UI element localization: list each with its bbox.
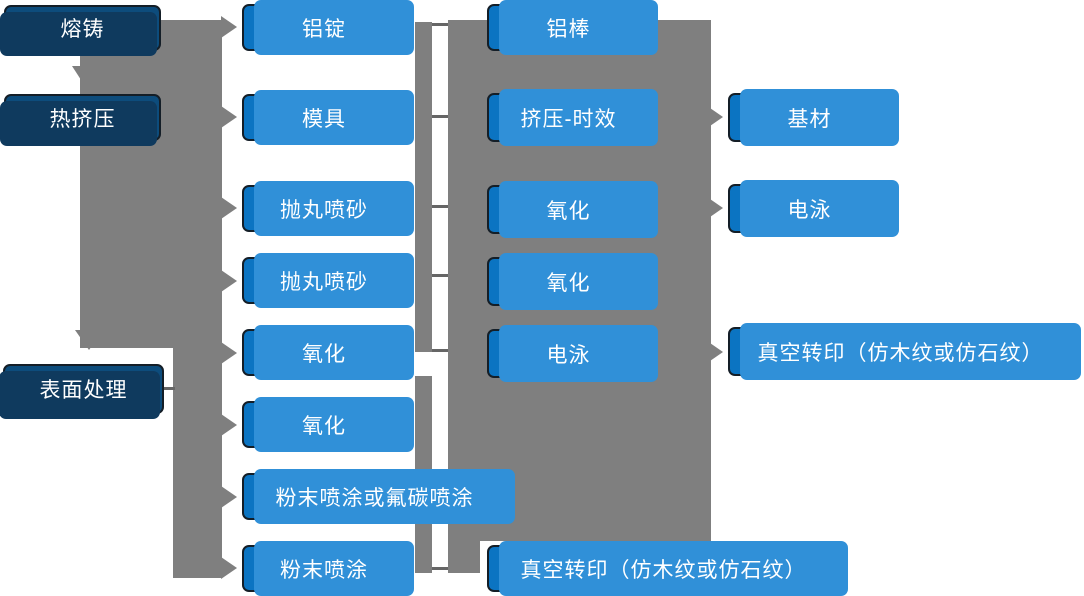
connector-line-row5 [432,349,448,352]
node-label: 表面处理 [39,379,128,402]
flow-block-bottom-stub [448,541,480,573]
node-oxidation-2: 氧化 [242,397,414,452]
arrow-right-icon [221,557,237,579]
node-label: 粉末喷涂 [280,558,368,582]
arrow-right-icon [710,343,723,361]
flow-bar-middle-upper [415,22,432,352]
node-oxidation-3: 氧化 [487,181,658,238]
node-electrophoresis-1: 电泳 [487,325,658,382]
node-label: 熔铸 [60,18,105,41]
node-label: 真空转印（仿木纹或仿石纹） [757,341,1044,365]
connector-line-row4 [432,274,448,277]
node-label: 基材 [787,107,832,131]
node-label: 抛丸喷砂 [280,270,368,294]
arrow-right-icon [221,16,237,38]
arrow-right-icon [221,106,237,128]
connector-line-row1 [432,23,448,26]
arrow-right-icon [221,414,237,436]
node-label: 铝棒 [546,17,591,41]
arrow-right-icon [221,270,237,292]
node-aluminum-ingot: 铝锭 [242,0,414,55]
node-label: 氧化 [302,342,346,366]
node-shot-blasting-2: 抛丸喷砂 [242,253,414,308]
arrow-down-icon [72,66,94,83]
node-oxidation-4: 氧化 [487,253,658,310]
arrow-right-icon [221,486,237,508]
node-label: 电泳 [546,343,591,367]
node-label: 氧化 [546,271,591,295]
node-vacuum-transfer-bottom: 真空转印（仿木纹或仿石纹） [487,541,848,596]
node-electrophoresis-2: 电泳 [728,180,899,237]
connector-line-row3 [432,205,448,208]
node-label: 模具 [302,107,346,131]
node-oxidation-1: 氧化 [242,325,414,380]
arrow-right-icon [710,199,723,217]
node-label: 抛丸喷砂 [280,198,368,222]
node-hot-extrusion: 热挤压 [0,94,161,146]
node-powder-or-fluorocarbon-coating: 粉末喷涂或氟碳喷涂 [242,469,515,524]
connector-line-row2 [432,115,448,118]
node-shot-blasting-1: 抛丸喷砂 [242,181,414,236]
node-melting-casting: 熔铸 [0,5,161,56]
arrow-right-icon [710,108,723,126]
connector-line-row8 [432,567,448,570]
node-extrusion-aging: 挤压-时效 [487,89,658,146]
arrow-right-icon [221,197,237,219]
node-aluminum-rod: 铝棒 [487,0,658,55]
node-mold: 模具 [242,90,414,145]
node-vacuum-transfer-right: 真空转印（仿木纹或仿石纹） [728,323,1081,380]
arrow-right-icon [221,342,237,364]
node-label: 氧化 [546,199,591,223]
flow-bar-stages-narrow [173,348,222,578]
node-label: 热挤压 [49,107,116,131]
node-powder-coating: 粉末喷涂 [242,541,414,596]
node-label: 真空转印（仿木纹或仿石纹） [520,558,807,582]
flow-bar-stages-wide [80,20,222,348]
node-label: 粉末喷涂或氟碳喷涂 [275,486,474,510]
connector-line-surface-treatment [163,387,175,390]
node-base-material: 基材 [728,89,899,146]
node-label: 挤压-时效 [520,107,617,131]
node-label: 铝锭 [302,17,346,41]
node-label: 氧化 [302,414,346,438]
arrow-down-icon [75,330,103,350]
node-label: 电泳 [787,198,832,222]
node-surface-treatment: 表面处理 [0,364,164,419]
